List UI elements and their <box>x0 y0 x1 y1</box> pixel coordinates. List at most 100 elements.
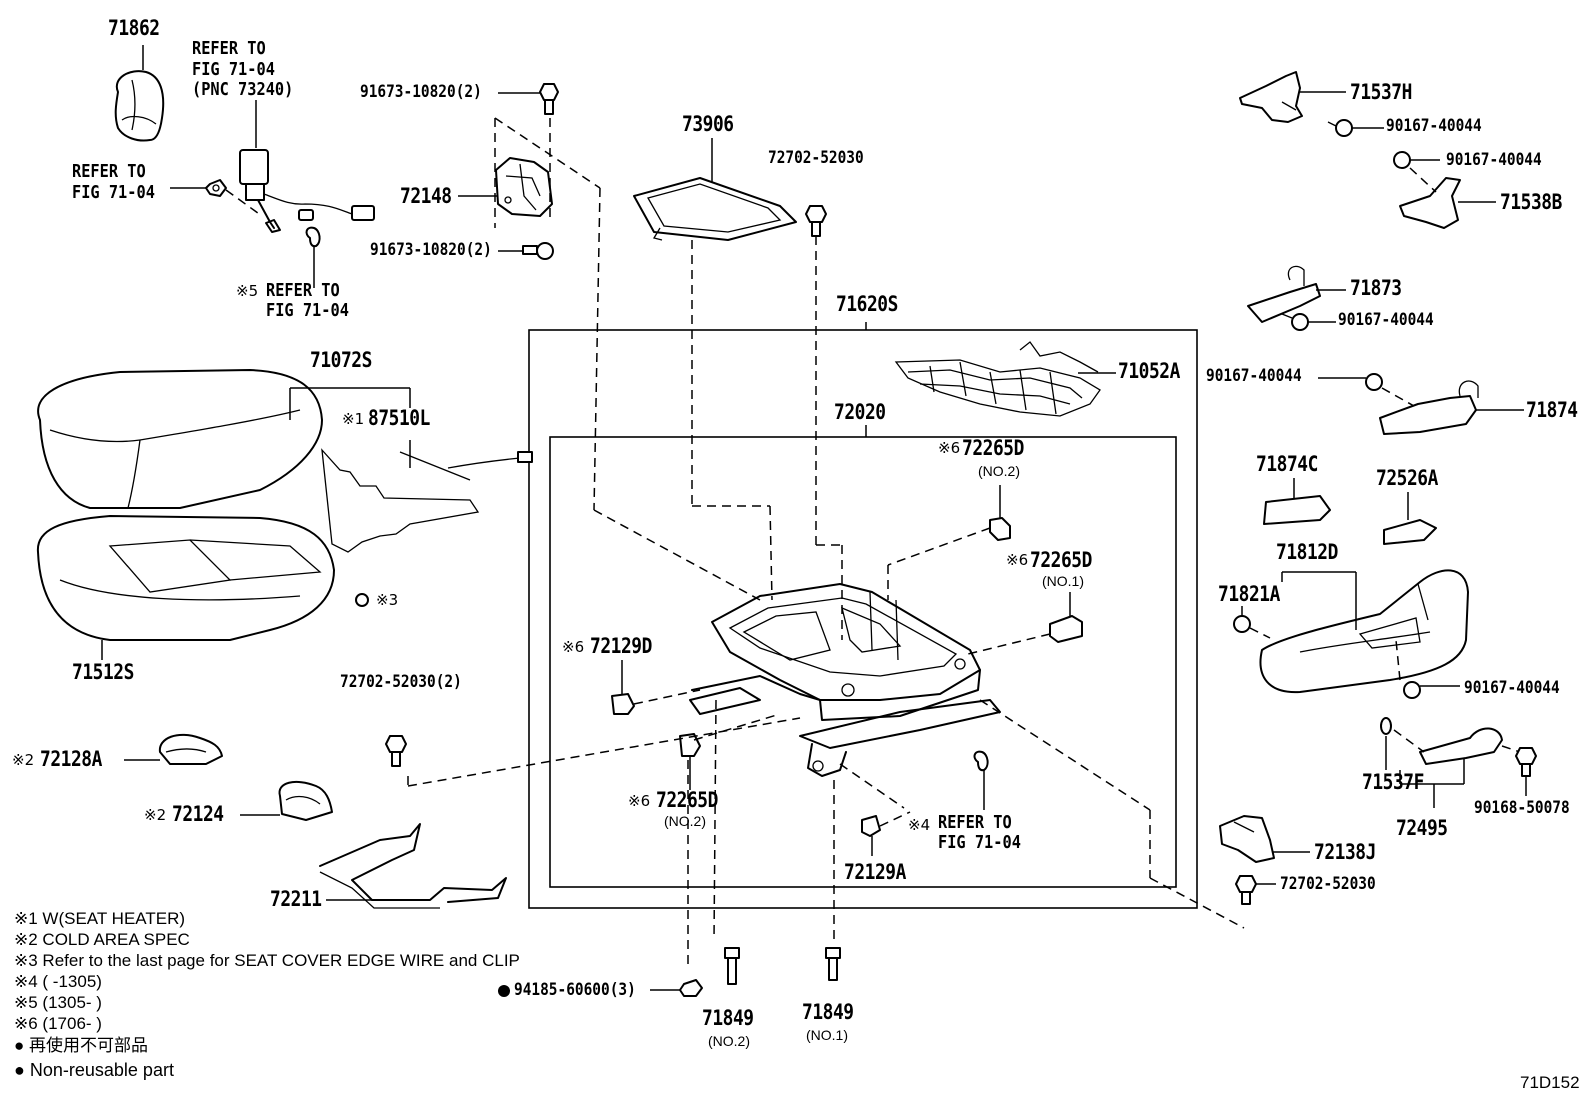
note-mark-1: ※1 <box>342 410 365 428</box>
part-sublabel-no2: (NO.2) <box>708 1033 750 1049</box>
refer-to-label: (PNC 73240) <box>192 79 294 100</box>
screw-part <box>1281 313 1309 331</box>
part-label-71537H: 71537H <box>1350 80 1412 104</box>
cover-71874C-part <box>1263 495 1331 525</box>
refer-to-label: REFER TO <box>72 161 146 182</box>
seat-heater-87510L-part <box>321 448 533 553</box>
note-mark-6: ※6 <box>562 638 585 656</box>
refer-to-label: REFER TO <box>938 812 1012 833</box>
note-mark-2: ※2 <box>144 806 167 824</box>
part-label-72129D: 72129D <box>590 634 652 658</box>
note-mark-6: ※6 <box>938 439 961 457</box>
part-sublabel-no1: (NO.1) <box>806 1027 848 1043</box>
part-label-72702-52030: 72702-52030 <box>1280 874 1376 894</box>
refer-to-label: FIG 71-04 <box>266 300 349 321</box>
part-label-91673-10820: 91673-10820(2) <box>360 82 482 102</box>
part-sublabel-no2: (NO.2) <box>664 813 706 829</box>
pad-73906-part <box>633 177 797 241</box>
part-label-90167-40044: 90167-40044 <box>1386 116 1482 136</box>
ring-part <box>355 593 369 607</box>
handle-72495-part <box>1419 727 1503 765</box>
refer-to-label: REFER TO <box>266 280 340 301</box>
screw-part <box>1233 615 1251 633</box>
part-label-72702-52030: 72702-52030 <box>768 148 864 168</box>
part-label-72129A: 72129A <box>844 860 906 884</box>
part-sublabel-no2: (NO.2) <box>978 463 1020 479</box>
part-label-71512S: 71512S <box>72 660 134 684</box>
headrest-cover-part <box>114 70 165 142</box>
bolt-part <box>539 83 559 115</box>
clip-72265D-part <box>679 733 701 757</box>
bolt-part <box>1515 747 1537 777</box>
note-mark-6: ※6 <box>628 792 651 810</box>
part-label-71862: 71862 <box>108 16 160 40</box>
legend-note-jp: ● 再使用不可部品 <box>14 1036 148 1055</box>
part-label-73906: 73906 <box>682 112 734 136</box>
legend-note-non-reusable: ● Non-reusable part <box>14 1060 174 1080</box>
part-label-72702-52030-2: 72702-52030(2) <box>340 672 462 692</box>
part-label-72265D-no1: 72265D <box>1030 548 1092 572</box>
clip-part <box>305 226 321 248</box>
part-label-71052A: 71052A <box>1118 359 1180 383</box>
cover-71538B-part <box>1399 177 1461 229</box>
pad-72128A-part <box>158 733 223 765</box>
part-label-72495: 72495 <box>1396 816 1448 840</box>
part-label-71620S: 71620S <box>836 292 898 316</box>
screw-part <box>1393 151 1411 169</box>
refer-to-label: REFER TO <box>192 38 266 59</box>
legend-note-1: ※1 W(SEAT HEATER) <box>14 909 186 928</box>
diagram-code: 71D152 <box>1520 1073 1580 1092</box>
bolt-part <box>1235 875 1257 905</box>
seat-cushion-pad-71512S-part <box>36 515 335 641</box>
part-label-72124: 72124 <box>172 802 224 826</box>
assembly-box-72020 <box>549 436 1177 888</box>
part-label-90167-40044: 90167-40044 <box>1464 678 1560 698</box>
legend-note-2: ※2 COLD AREA SPEC <box>14 930 190 949</box>
bracket-72148-part <box>495 157 553 217</box>
part-label-71874C: 71874C <box>1256 452 1318 476</box>
part-label-91673-10820: 91673-10820(2) <box>370 240 492 260</box>
part-label-71072S: 71072S <box>310 348 372 372</box>
part-label-71849-no1: 71849 <box>802 1000 854 1024</box>
refer-to-label: FIG 71-04 <box>72 182 155 203</box>
part-label-71874: 71874 <box>1526 398 1578 422</box>
screw-part <box>1327 119 1353 137</box>
clip-part <box>973 750 989 772</box>
note-mark-3: ※3 <box>376 591 399 609</box>
note-mark-6: ※6 <box>1006 551 1029 569</box>
assembly-box-71620S <box>528 329 1198 909</box>
part-label-87510L: 87510L <box>368 406 430 430</box>
hook-71873-part <box>1247 265 1321 323</box>
screw-part <box>1365 373 1383 391</box>
seat-frame-72020-part <box>689 583 1001 777</box>
part-label-72148: 72148 <box>400 184 452 208</box>
bolt-part <box>522 242 554 260</box>
part-label-72265D-no2-lower: 72265D <box>656 788 718 812</box>
bolt-71849-part <box>724 947 740 985</box>
part-label-90167-40044: 90167-40044 <box>1446 150 1542 170</box>
part-label-72128A: 72128A <box>40 747 102 771</box>
part-label-71821A: 71821A <box>1218 582 1280 606</box>
pad-72124-part <box>278 780 333 821</box>
part-label-72211: 72211 <box>270 887 322 911</box>
bolt-part <box>385 735 407 767</box>
part-label-71849-no2: 71849 <box>702 1006 754 1030</box>
part-label-72526A: 72526A <box>1376 466 1438 490</box>
clip-72129A-part <box>861 815 881 837</box>
part-label-72138J: 72138J <box>1314 840 1376 864</box>
seat-cushion-cover-71072S-part <box>37 369 323 509</box>
hook-71874-part <box>1379 380 1479 435</box>
nut-94185-part <box>679 979 703 997</box>
spring-71052A-part <box>894 341 1101 417</box>
seat-shield-71812D-part <box>1259 569 1469 694</box>
legend-note-4: ※4 ( -1305) <box>14 972 102 991</box>
non-reusable-bullet <box>498 985 510 997</box>
part-label-72265D-no2: 72265D <box>962 436 1024 460</box>
part-label-71538B: 71538B <box>1500 190 1562 214</box>
cover-71537H-part <box>1239 71 1303 123</box>
note-mark-2: ※2 <box>12 751 35 769</box>
part-label-71812D: 71812D <box>1276 540 1338 564</box>
part-label-94185-60600: 94185-60600(3) <box>514 980 636 1000</box>
part-label-90168-50078: 90168-50078 <box>1474 798 1570 818</box>
